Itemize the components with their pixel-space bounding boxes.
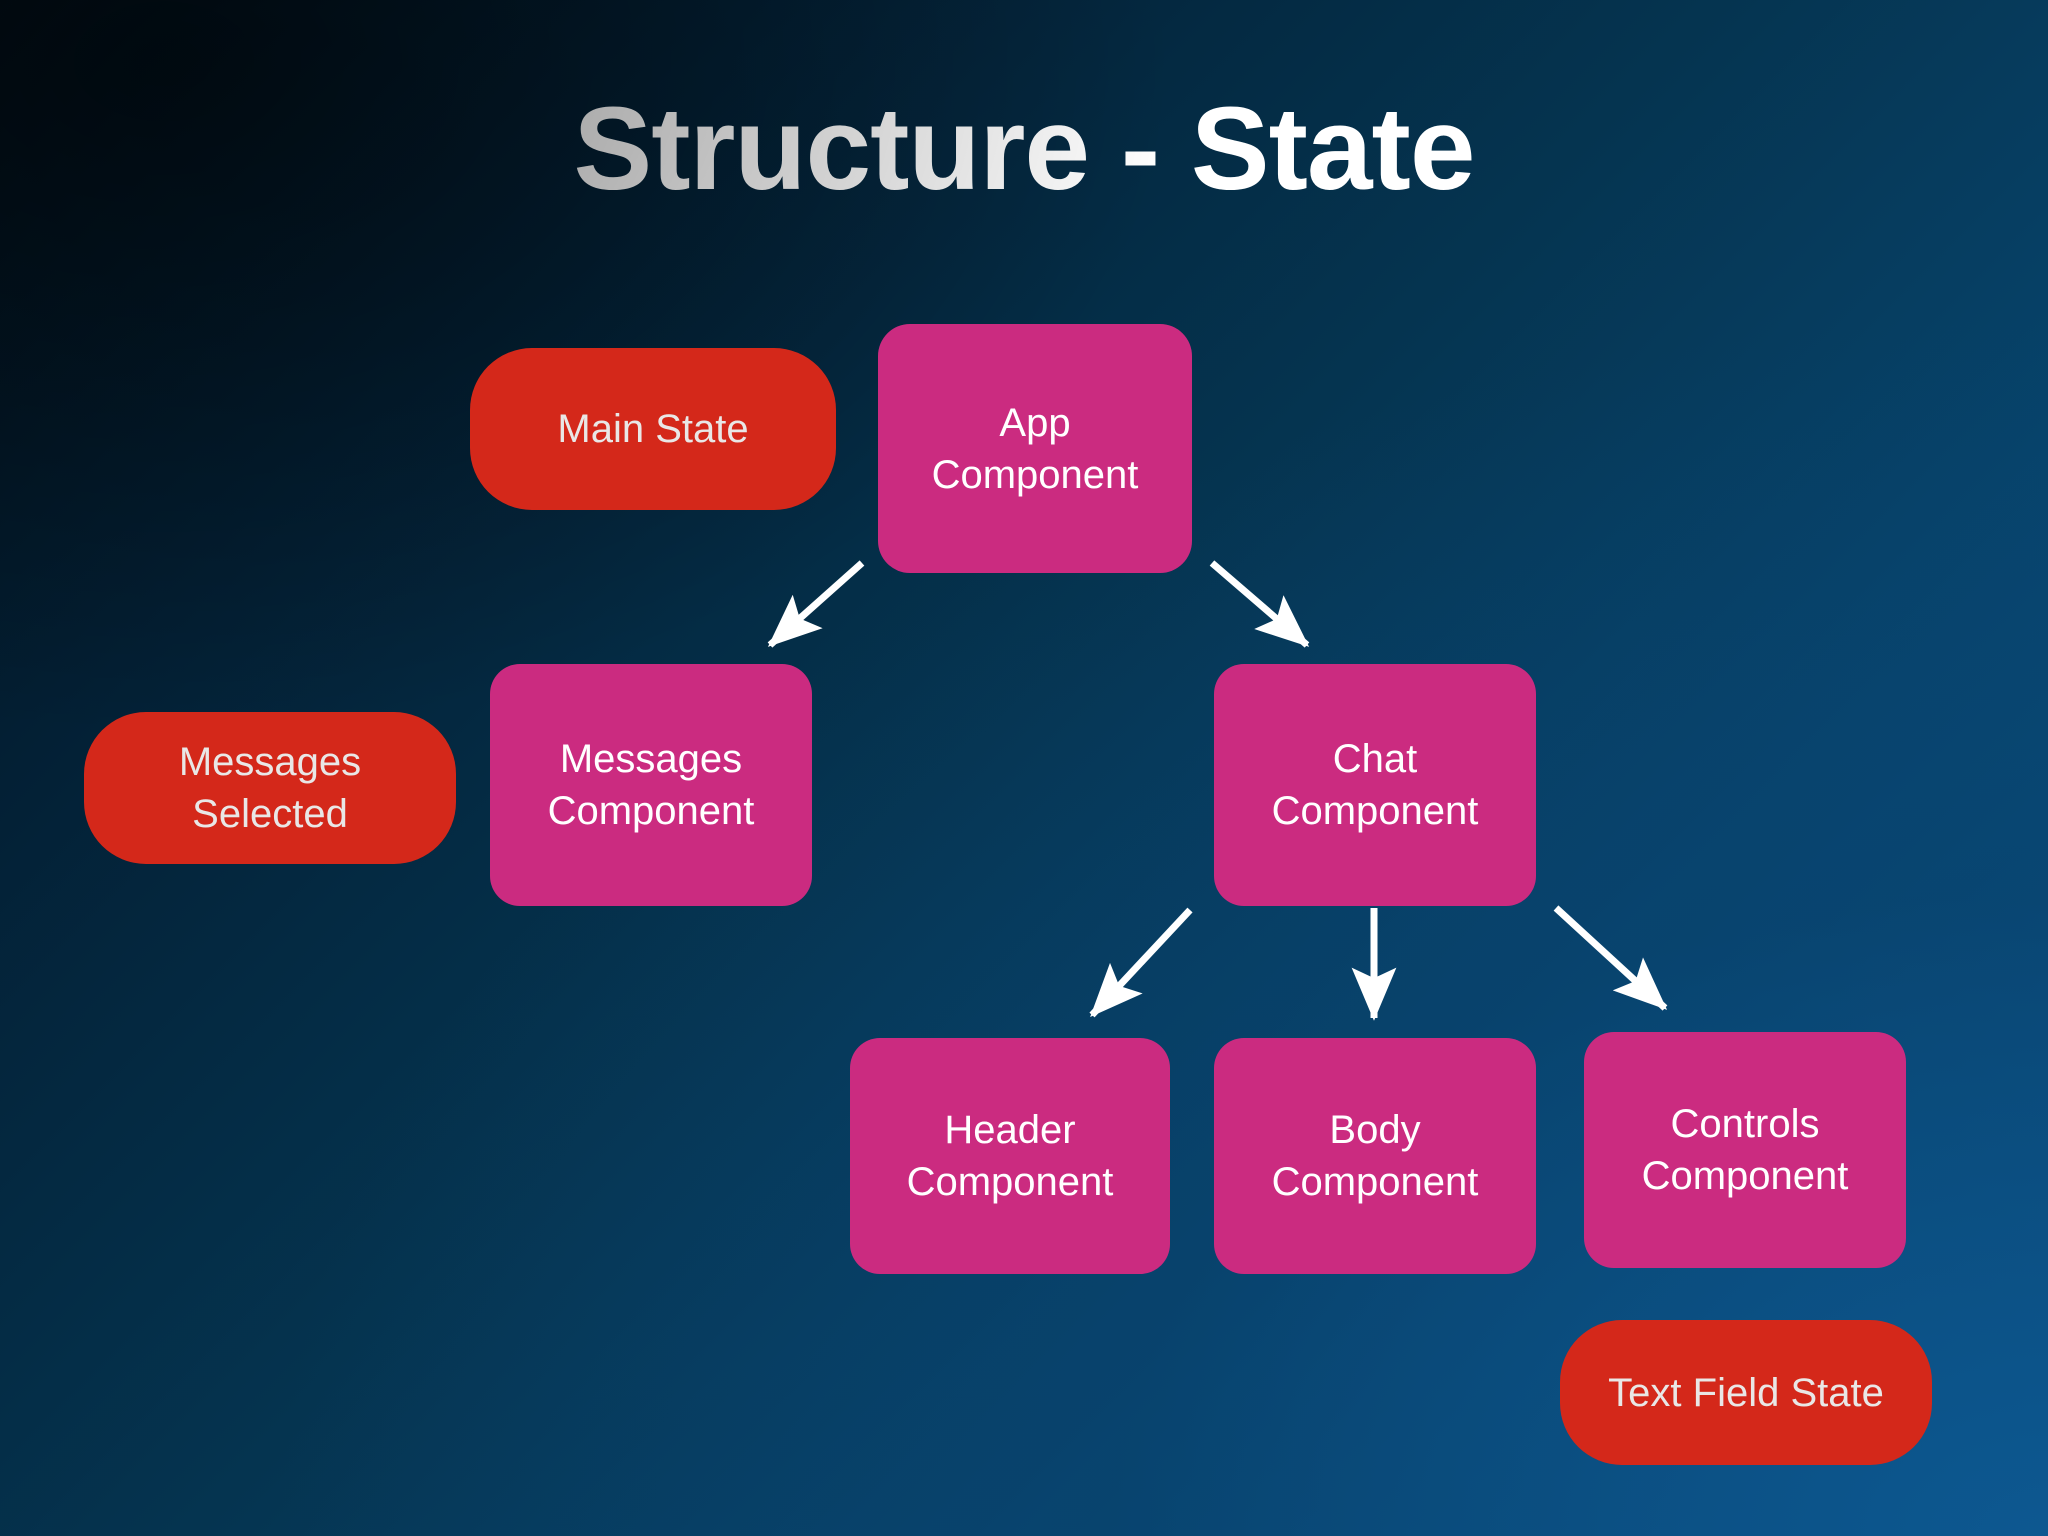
- node-messages-component[interactable]: Messages Component: [490, 664, 812, 906]
- page-title: Structure - State: [573, 83, 1476, 215]
- node-controls-component[interactable]: Controls Component: [1584, 1032, 1906, 1268]
- node-messages-selected[interactable]: Messages Selected: [84, 712, 456, 864]
- arrow-app-to-messages: [767, 560, 865, 648]
- node-main-state[interactable]: Main State: [470, 348, 836, 510]
- node-app-component[interactable]: App Component: [878, 324, 1192, 573]
- node-chat-component[interactable]: Chat Component: [1214, 664, 1536, 906]
- arrow-chat-to-header: [1089, 907, 1193, 1018]
- node-header-component[interactable]: Header Component: [850, 1038, 1170, 1274]
- node-text-field-state[interactable]: Text Field State: [1560, 1320, 1932, 1465]
- arrow-chat-to-controls: [1553, 905, 1668, 1011]
- arrow-app-to-chat: [1209, 560, 1310, 648]
- node-body-component[interactable]: Body Component: [1214, 1038, 1536, 1274]
